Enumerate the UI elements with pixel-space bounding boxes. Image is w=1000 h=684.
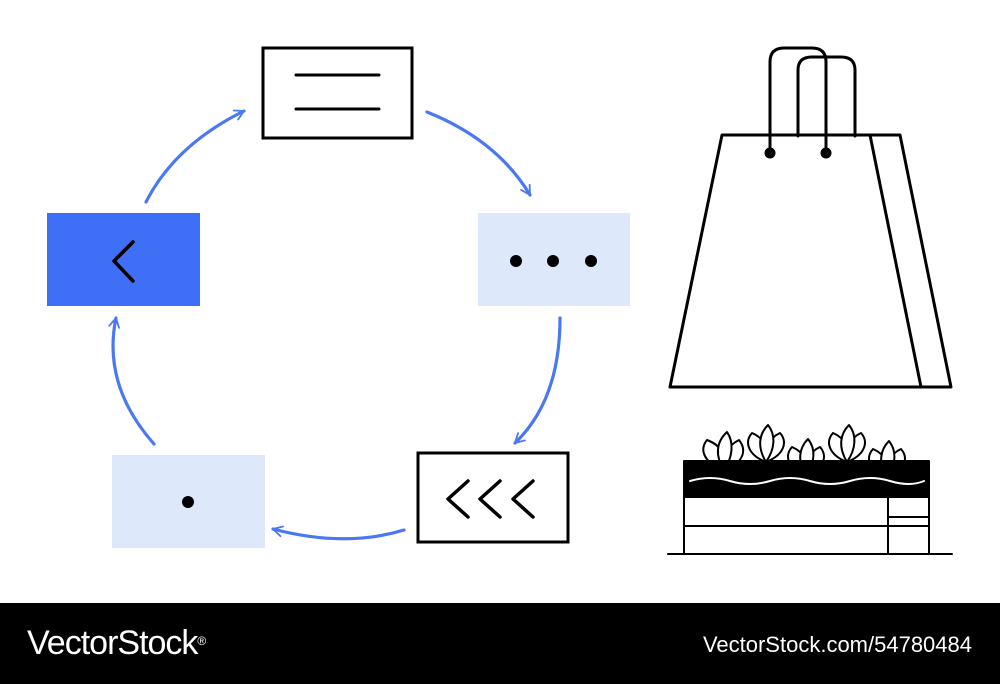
registered-mark: ® xyxy=(197,634,206,648)
arrow-dot-to-back xyxy=(108,316,156,446)
dots-icon xyxy=(510,255,597,267)
shopping-bag-icon xyxy=(668,46,953,389)
chevron-left-icon xyxy=(112,240,135,283)
more-card xyxy=(478,213,630,306)
arrow-more-to-rewind xyxy=(513,316,562,445)
single-dot-icon xyxy=(182,496,194,508)
watermark-footer: VectorStock® VectorStock.com/54780484 xyxy=(0,603,1000,684)
triple-chevron-left-icon xyxy=(446,479,535,519)
vectorstock-logo: VectorStock® xyxy=(27,623,206,663)
soil-wave xyxy=(689,477,925,485)
arrow-rewind-to-dot xyxy=(271,525,406,541)
back-card xyxy=(47,213,200,306)
arrow-document-to-more xyxy=(425,110,532,197)
menu-lines-icon xyxy=(294,73,381,111)
illustration-canvas xyxy=(47,46,953,555)
cycle-arrows xyxy=(108,109,562,541)
arrow-back-to-document xyxy=(144,109,246,204)
image-id-url: VectorStock.com/54780484 xyxy=(702,632,972,657)
document-card xyxy=(261,46,414,140)
dot-card xyxy=(112,455,265,548)
rewind-card xyxy=(416,451,570,544)
planter-box-icon xyxy=(667,424,953,555)
brand-name: VectorStock xyxy=(27,624,198,662)
